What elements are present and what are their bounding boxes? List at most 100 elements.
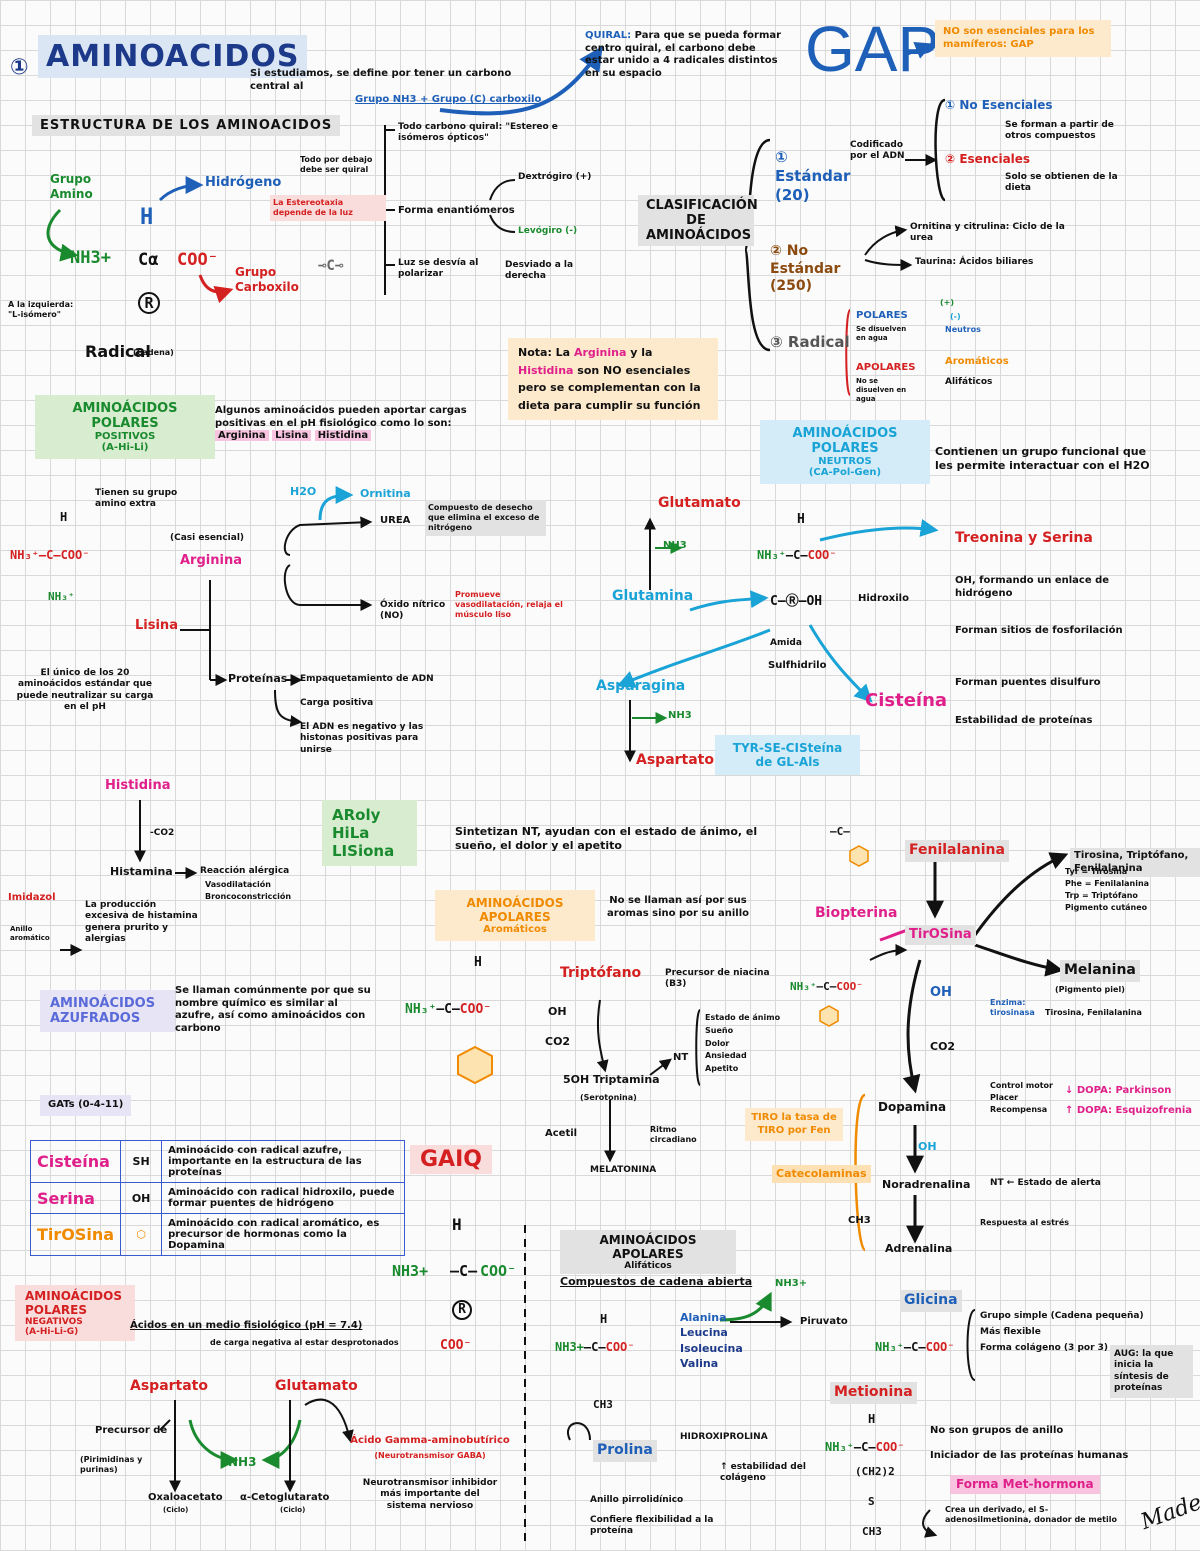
aug-note: AUG: la que inicia la síntesis de proteí… (1110, 1345, 1193, 1398)
fen-group-title: Tirosina, Triptófano, Fenilalanina (1070, 848, 1200, 877)
gap-note: NO son esenciales para los mamíferos: GA… (935, 20, 1111, 57)
his-note: El único de los 20 aminoácidos estándar … (16, 668, 154, 712)
estereo-note: La Estereotaxia depende de la luz (270, 195, 386, 221)
azufrados-title-box: AMINOÁCIDOS AZUFRADOS (40, 990, 175, 1032)
pirrol-note: Tirosina, Fenilalanina (1045, 1008, 1142, 1017)
estandar-label: ① Estándar (20) (775, 148, 851, 204)
ali-note: Compuestos de cadena abierta (560, 1275, 753, 1288)
apolares-class-note: No se disuelven en agua (856, 377, 907, 403)
pos-subtitle: POSITIVOS (94, 431, 156, 442)
row-name: Cisteína (29, 1140, 122, 1183)
gaba-title: Ácido Gamma-aminobutírico (350, 1435, 510, 1446)
radical-note: (Cadena) (133, 348, 174, 357)
gaiq-title: GAIQ (410, 1145, 492, 1174)
nota-mid: y la (630, 346, 653, 359)
catecolaminas-label: Catecolaminas (772, 1165, 871, 1183)
polares-neutral: Neutros (945, 325, 981, 334)
pos-structure-h: H (60, 510, 68, 524)
prot-c: El ADN es negativo y las histonas positi… (300, 722, 424, 755)
fen-group-list: Tyr = Tirosina Phe = Fenilalanina Trp = … (1065, 866, 1149, 914)
trp-oh: OH (548, 1005, 567, 1018)
levogiro-label: Levógiro (-) (518, 226, 578, 236)
glicina-node: Glicina (900, 1290, 962, 1312)
tyr-oh: OH (930, 985, 952, 1000)
gly-a: Grupo simple (Cadena pequeña) (980, 1311, 1144, 1321)
esencial-note: Solo se obtienen de la dieta (1005, 172, 1118, 194)
no-estandar-label: ② No Estándar (250) (770, 243, 841, 294)
branch-desviado: Desviado a la derecha (505, 260, 574, 282)
estandar-note: Codificado por el ADN (850, 140, 905, 162)
row-name: TirOSina (29, 1213, 122, 1256)
structure-r: R (138, 292, 160, 314)
table-row: Serina OH Aminoácido con radical hidroxi… (29, 1182, 406, 1214)
prolina-c: ↑ estabilidad del colágeno (720, 1462, 806, 1484)
ali-structure-h: H (600, 1312, 608, 1326)
no-estandar-ornitina: Ornitina y citrulina: Ciclo de la urea (910, 222, 1065, 244)
met-d: Crea un derivado, el S-adenosilmetionina… (945, 1505, 1117, 1524)
pos-title: AMINOÁCIDOS POLARES (72, 401, 178, 431)
gaiq-coo-side: COO⁻ (440, 1338, 472, 1353)
met-s: S (868, 1495, 875, 1508)
nota-arg: Arginina (573, 346, 627, 359)
mnemonic-line-2: HiLa (332, 824, 370, 842)
nora-a: NT ← Estado de alerta (990, 1178, 1101, 1188)
ali-piruvato: Piruvato (800, 1316, 848, 1327)
main-title-box: AMINOACIDOS (38, 35, 308, 78)
main-title: AMINOACIDOS (46, 39, 300, 74)
polares-positive: (+) (940, 298, 955, 307)
structure-ca: Cα (138, 250, 159, 270)
ts-b: Forman sitios de fosforilación (955, 625, 1123, 636)
ali-structure-chain: NH3+–C–COO⁻ (555, 1340, 635, 1354)
mnemonic-line-1: ARoly (332, 806, 381, 824)
serotonina-note: (Serotonina) (580, 1093, 637, 1102)
adren-a: Respuesta al estrés (980, 1218, 1070, 1227)
aromaticos-title-box: AMINOÁCIDOS APOLARES Aromáticos (435, 890, 595, 941)
melanina-node: Melanina (1060, 960, 1140, 982)
neg-glutamato: Glutamato (275, 1378, 358, 1394)
azufrados-title: AMINOÁCIDOS AZUFRADOS (50, 996, 156, 1026)
nota-prefix: Nota: La (518, 346, 571, 359)
dop-esquizofrenia: ↑ DOPA: Esquizofrenia (1065, 1105, 1193, 1116)
dop-parkinson: ↓ DOPA: Parkinson (1065, 1085, 1172, 1096)
ali-ch3: CH3 (593, 1398, 613, 1411)
hidrogeno-label: Hidrógeno (205, 175, 282, 190)
neg-title: AMINOÁCIDOS POLARES (25, 1289, 122, 1317)
arginina-node: Arginina (180, 553, 242, 568)
branch-luz: Luz se desvía al polarizar (398, 258, 479, 280)
ali-isoleucina: Isoleucina (680, 1341, 743, 1355)
neg-oxalo-note: (Ciclo) (163, 1506, 189, 1514)
neu-structure-chain: NH₃⁺–C–COO⁻ (757, 548, 837, 562)
pos-intro-lis: Lisina (272, 430, 312, 441)
neg-subtitle: NEGATIVOS (25, 1317, 83, 1327)
neg-intro-note: de carga negativa al estar desprotonados (210, 1338, 399, 1347)
hist-a: Reacción alérgica (200, 866, 290, 876)
gaiq-h: H (452, 1215, 462, 1234)
met-structure-h: H (868, 1412, 876, 1426)
hist-d: La producción excesiva de histamina gene… (85, 900, 198, 944)
ornitina-label: Ornitina (360, 487, 411, 500)
pos-code: (A-Hi-Li) (101, 442, 149, 453)
polares-class-note: Se disuelven en agua (856, 325, 907, 342)
estructura-title: ESTRUCTURA DE LOS AMINOACIDOS (32, 115, 341, 136)
quiral-note: Todo por debajo debe ser quiral (300, 155, 373, 174)
trp-d: Ansiedad (705, 1051, 747, 1061)
histamina-node: Histamina (110, 865, 173, 878)
table-row: Cisteína SH Aminoácido con radical azufr… (29, 1140, 406, 1183)
pos-intro-arg: Arginina (215, 430, 269, 441)
pos-intro-text: Algunos aminoácidos pueden aportar carga… (215, 405, 467, 429)
quiral-label: QUIRAL: (585, 30, 632, 41)
trp-e: Apetito (705, 1064, 739, 1074)
fen-c: Trp = Triptófano (1065, 891, 1138, 900)
triptofano-node: Triptófano (560, 965, 642, 981)
adrenalina-node: Adrenalina (885, 1242, 953, 1255)
melanina-note: (Pigmento piel) (1055, 985, 1125, 994)
radical-class-label: ③ Radical (770, 333, 850, 351)
neu-structure-ring: C–Ⓡ–OH (770, 594, 823, 609)
polares-positivos-title: AMINOÁCIDOS POLARES POSITIVOS (A-Hi-Li) (35, 395, 215, 459)
histidina-decarb: -CO2 (150, 828, 175, 838)
dop-b: Placer (990, 1093, 1019, 1102)
dop-a: Control motor (990, 1081, 1053, 1090)
grupo-amino-label: Grupo Amino (50, 172, 93, 201)
neu-nh3-a: NH3 (663, 540, 687, 551)
prolina-node: Prolina (593, 1440, 657, 1462)
